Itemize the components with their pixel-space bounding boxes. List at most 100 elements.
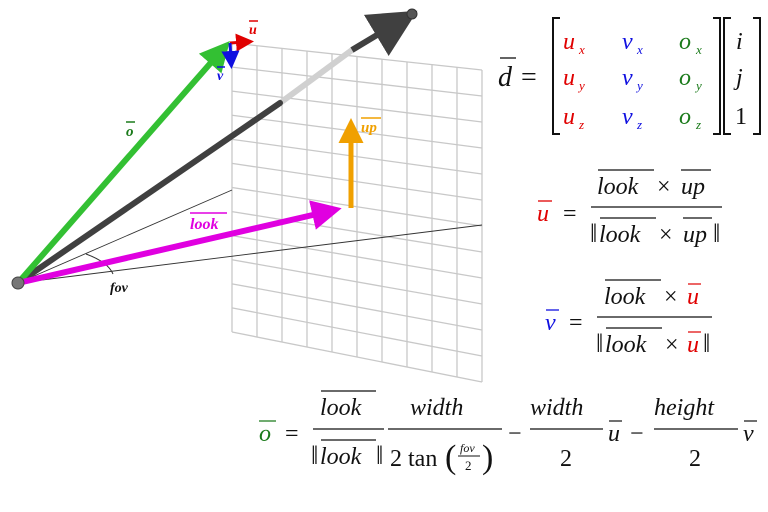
svg-text:d: d: [498, 62, 513, 93]
grid-row-line: [231, 90, 483, 123]
m13: o: [679, 29, 691, 55]
o-vector-arrow: [15, 40, 230, 285]
svg-text:−: −: [508, 421, 522, 447]
svg-text:‖: ‖: [376, 441, 383, 470]
eq-v-num-look: look: [604, 284, 646, 310]
equation-o: o = look ‖ look ‖ width 2 tan ( fov 2 ) …: [259, 390, 757, 476]
svg-text:‖: ‖: [703, 329, 710, 358]
m31: u: [563, 104, 575, 130]
m33: o: [679, 104, 691, 130]
m23: o: [679, 65, 691, 91]
equation-d-matrix: d = u x v x o x i u y v y o y j u z v z …: [498, 17, 761, 135]
grid-row-line: [231, 42, 483, 71]
m23-sub: y: [694, 78, 702, 93]
fov-edge-lower: [17, 224, 483, 284]
eq-u-num-up: up: [681, 174, 705, 200]
m12-sub: x: [636, 42, 643, 57]
d-equals: =: [521, 62, 537, 93]
svg-text:‖: ‖: [590, 219, 597, 248]
m31-sub: z: [578, 117, 584, 132]
vector-right-bracket: [753, 17, 761, 135]
m11-sub: x: [578, 42, 585, 57]
eq-o-width-2: width: [530, 395, 583, 421]
look-vector-arrow: [17, 200, 342, 286]
grid-row-line: [231, 138, 483, 175]
eq-u-den-up: up: [683, 222, 707, 248]
eq-u-num-look: look: [597, 174, 639, 200]
grid-row-line: [231, 307, 483, 357]
equation-v: v = look × u ‖ look × u ‖: [545, 279, 712, 358]
svg-text:(: (: [445, 439, 456, 476]
svg-text:look: look: [190, 216, 218, 233]
u-axis-arrow: [229, 33, 254, 52]
eq-o-equals: =: [285, 421, 299, 447]
label-fov: fov: [110, 281, 129, 296]
svg-text:‖: ‖: [311, 441, 318, 470]
m22-sub: y: [635, 78, 643, 93]
fov-edge-upper: [17, 189, 233, 284]
m21-sub: y: [577, 78, 585, 93]
svg-text:−: −: [630, 421, 644, 447]
eq-o-width-1: width: [410, 395, 463, 421]
m33-sub: z: [695, 117, 701, 132]
label-up: up: [361, 117, 381, 136]
svg-text:2: 2: [390, 446, 402, 472]
svg-text:fov: fov: [460, 441, 475, 455]
image-plane-grid: [231, 42, 483, 383]
m11: u: [563, 29, 575, 55]
eq-u-den-look: look: [599, 222, 641, 248]
label-look: look: [190, 212, 227, 233]
grid-row-line: [231, 283, 483, 331]
eye-ray-far-segment: [277, 47, 355, 106]
grid-row-line: [231, 66, 483, 97]
svg-text:look: look: [320, 395, 362, 421]
label-o: o: [126, 121, 135, 140]
svg-text:v: v: [217, 69, 224, 84]
eq-o-height: height: [654, 395, 715, 421]
svg-text:up: up: [361, 120, 377, 136]
eq-v-den-look: look: [605, 332, 647, 358]
eq-u-equals: =: [563, 201, 577, 227]
svg-text:×: ×: [665, 332, 679, 358]
grid-row-line: [231, 259, 483, 305]
vec-1: i: [736, 29, 743, 55]
equation-u: u = look × up ‖ look × up ‖: [537, 169, 722, 248]
label-v-top: v: [217, 66, 225, 84]
svg-text:u: u: [249, 23, 257, 38]
eq-u-lhs: u: [537, 201, 549, 227]
vector-left-bracket: [723, 17, 731, 135]
eye-ray-near-segment: [15, 100, 283, 286]
eq-v-lhs: v: [545, 310, 556, 336]
grid-row-line: [231, 186, 483, 227]
eq-v-num-u: u: [687, 284, 699, 310]
eye-point: [11, 276, 25, 290]
vec-3: 1: [735, 104, 747, 130]
svg-text:×: ×: [659, 222, 673, 248]
m32-sub: z: [636, 117, 642, 132]
m12: v: [622, 29, 633, 55]
svg-text:×: ×: [664, 284, 678, 310]
svg-text:o: o: [126, 124, 134, 140]
eq-v-equals: =: [569, 310, 583, 336]
svg-text:tan: tan: [408, 446, 437, 472]
eye-ray-tip-segment: [350, 10, 418, 57]
matrix-left-bracket: [552, 17, 560, 135]
svg-text:‖: ‖: [713, 219, 720, 248]
m22: v: [622, 65, 633, 91]
m21: u: [563, 65, 575, 91]
svg-text:look: look: [320, 444, 362, 470]
grid-row-line: [231, 235, 483, 279]
m32: v: [622, 104, 633, 130]
grid-row-line: [231, 162, 483, 201]
v-axis-arrow: [221, 42, 240, 69]
svg-text:‖: ‖: [596, 329, 603, 358]
grid-row-line: [231, 331, 483, 383]
vec-2: j: [733, 65, 743, 91]
eye-ray-endpoint: [406, 8, 418, 20]
svg-text:u: u: [608, 421, 620, 447]
svg-text:2: 2: [465, 458, 472, 473]
d-symbol: d: [498, 57, 516, 93]
grid-row-line: [231, 210, 483, 253]
m13-sub: x: [695, 42, 702, 57]
